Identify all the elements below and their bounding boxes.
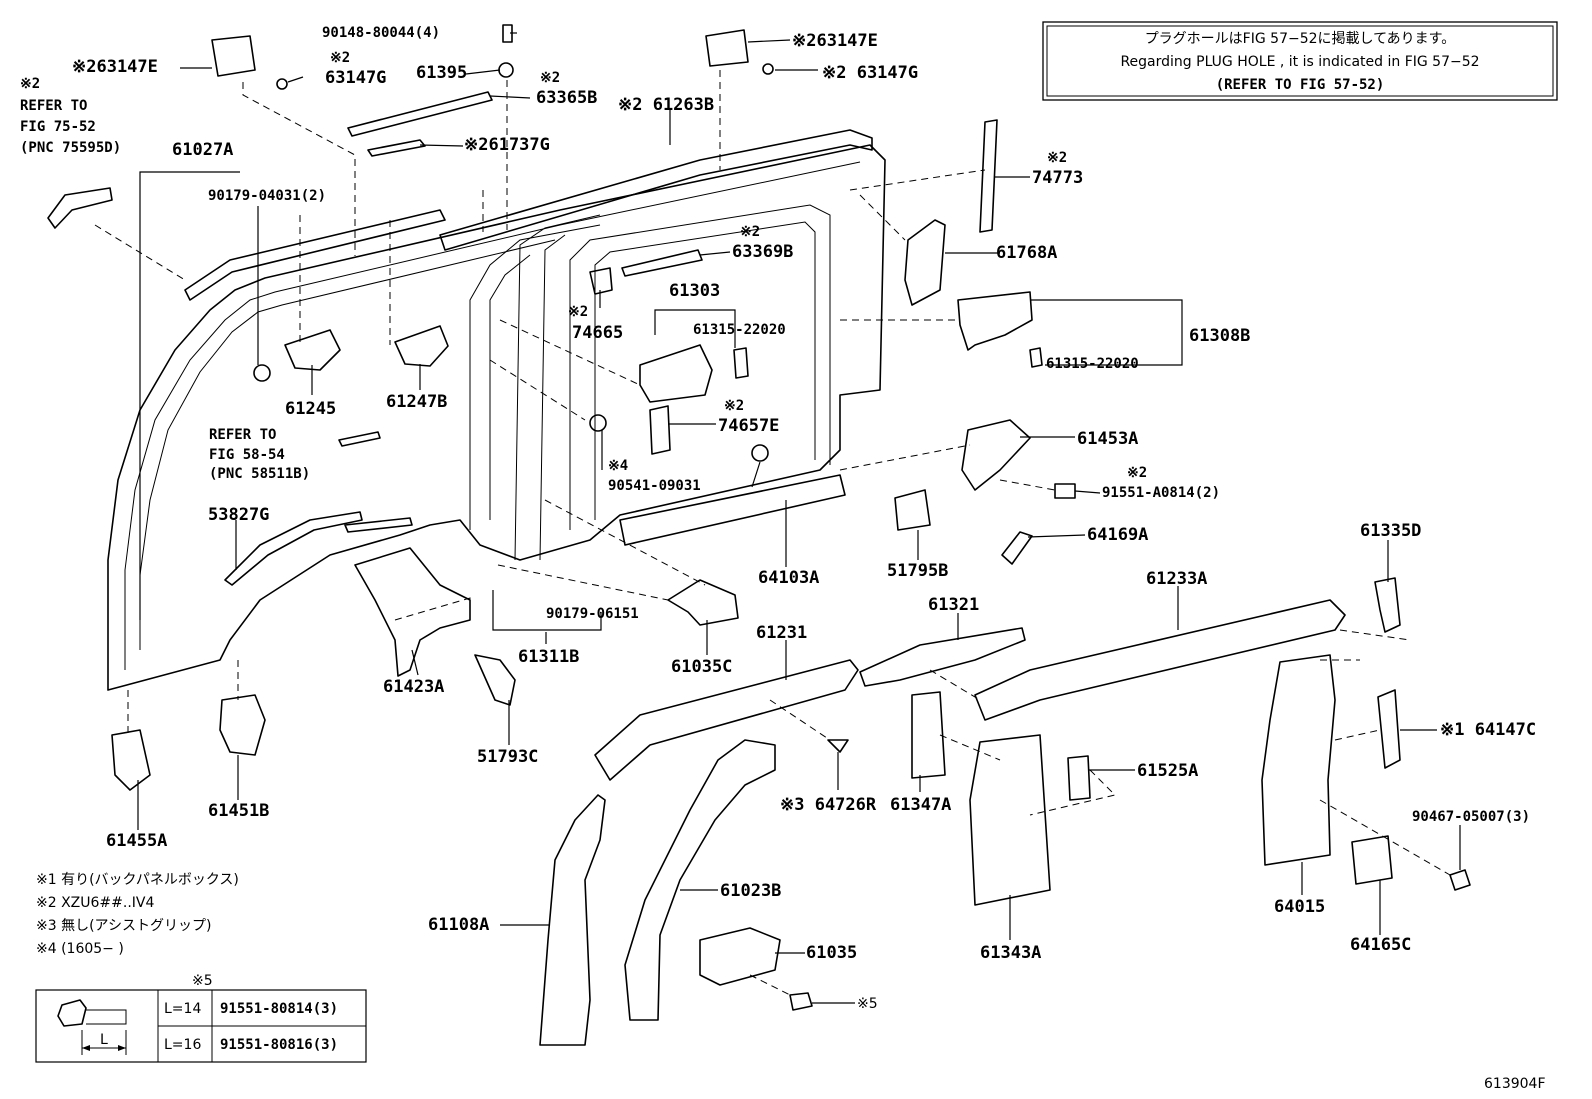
label-61453A: 61453A: [1077, 429, 1138, 449]
svg-text:FIG 58-54: FIG 58-54: [209, 447, 285, 463]
label-90179-04031: 90179-04031(2): [208, 188, 326, 204]
label-64169A: 64169A: [1087, 525, 1148, 545]
label-91551-A0814: 91551-A0814(2): [1102, 485, 1220, 501]
label-64147C: ※1 64147C: [1440, 720, 1536, 740]
label-61308B: 61308B: [1189, 326, 1250, 346]
label-61395: 61395: [416, 63, 467, 83]
label-90541-09031: 90541-09031: [608, 478, 701, 494]
label-61768A: 61768A: [996, 243, 1057, 263]
label-61035: 61035: [806, 943, 857, 963]
notice-line-1: プラグホールはFIG 57−52に掲載してあります。: [1145, 31, 1456, 47]
svg-text:FIG 75-52: FIG 75-52: [20, 119, 96, 135]
label-61023B: 61023B: [720, 881, 781, 901]
svg-text:REFER TO: REFER TO: [20, 98, 87, 114]
part-labels: 90148-80044(4) ※263147E ※2 63147G 61395 …: [72, 25, 1536, 1012]
svg-text:※2: ※2: [1047, 150, 1067, 166]
label-64103A: 64103A: [758, 568, 819, 588]
svg-text:(PNC 58511B): (PNC 58511B): [209, 466, 310, 482]
label-61315-22020-b: 61315-22020: [1046, 356, 1139, 372]
svg-text:※4: ※4: [608, 458, 628, 474]
bolt-length-2: L=16: [164, 1037, 201, 1053]
label-61347A: 61347A: [890, 795, 951, 815]
notice-line-2: Regarding PLUG HOLE , it is indicated in…: [1120, 54, 1479, 70]
footnote-3: ※3 無し(アシストグリップ): [36, 918, 211, 934]
svg-text:※2: ※2: [1127, 465, 1147, 481]
label-64015: 64015: [1274, 897, 1325, 917]
svg-text:※2: ※2: [568, 304, 588, 320]
svg-text:※2: ※2: [740, 224, 760, 240]
label-51793C: 51793C: [477, 747, 538, 767]
notice-box: プラグホールはFIG 57−52に掲載してあります。 Regarding PLU…: [1042, 21, 1558, 101]
label-64726R: ※3 64726R: [780, 795, 877, 815]
label-64165C: 64165C: [1350, 935, 1411, 955]
bolt-dim-label: L: [100, 1032, 108, 1048]
label-61263B: ※2 61263B: [618, 95, 714, 115]
label-61035C: 61035C: [671, 657, 732, 677]
label-61335D: 61335D: [1360, 521, 1421, 541]
bolt-table-mark: ※5: [192, 973, 213, 989]
dashed-assembly-lines: [94, 70, 1451, 996]
label-74657E: 74657E: [718, 416, 779, 436]
label-63147E-left: ※263147E: [72, 57, 158, 77]
leader-lines: [137, 32, 1461, 1004]
label-74665: 74665: [572, 323, 623, 343]
refer-block-75-52: ※2 REFER TO FIG 75-52 (PNC 75595D): [20, 76, 121, 156]
label-61423A: 61423A: [383, 677, 444, 697]
svg-text:REFER TO: REFER TO: [209, 427, 276, 443]
label-61303: 61303: [669, 281, 720, 301]
bolt-table: ※5 L L=14 91551-80814(3) L=16 91551-8081…: [35, 973, 367, 1063]
label-63147G-left: 63147G: [325, 68, 386, 88]
label-63147E-right: ※263147E: [792, 31, 878, 51]
label-61311B: 61311B: [518, 647, 579, 667]
label-61315-22020-a: 61315-22020: [693, 322, 786, 338]
label-63147G-right: ※2 63147G: [822, 63, 918, 83]
bolt-icon: L: [57, 999, 127, 1055]
label-61525A: 61525A: [1137, 761, 1198, 781]
label-mark-5: ※5: [857, 996, 878, 1012]
svg-text:※2: ※2: [540, 70, 560, 86]
label-61108A: 61108A: [428, 915, 489, 935]
label-61245: 61245: [285, 399, 336, 419]
label-63365B: 63365B: [536, 88, 597, 108]
footnote-1: ※1 有り(バックパネルボックス): [36, 872, 239, 888]
part-drawings: [47, 24, 1471, 1046]
label-61233A: 61233A: [1146, 569, 1207, 589]
figure-id: 613904F: [1484, 1076, 1546, 1092]
label-61027A: 61027A: [172, 140, 233, 160]
label-61455A: 61455A: [106, 831, 167, 851]
label-61247B: 61247B: [386, 392, 447, 412]
label-61343A: 61343A: [980, 943, 1041, 963]
label-53827G: 53827G: [208, 505, 269, 525]
label-61451B: 61451B: [208, 801, 269, 821]
label-90148-80044: 90148-80044(4): [322, 25, 440, 41]
footnote-4: ※4 (1605− ): [36, 941, 124, 957]
label-90179-06151: 90179-06151: [546, 606, 639, 622]
footnote-2: ※2 XZU6##..IV4: [36, 895, 154, 911]
label-51795B: 51795B: [887, 561, 948, 581]
label-63369B: 63369B: [732, 242, 793, 262]
notice-line-3: (REFER TO FIG 57-52): [1216, 77, 1385, 93]
svg-text:※2: ※2: [724, 398, 744, 414]
svg-text:※2: ※2: [20, 76, 40, 92]
refer-block-58-54: REFER TO FIG 58-54 (PNC 58511B): [209, 427, 310, 482]
label-61321: 61321: [928, 595, 979, 615]
bolt-length-1: L=14: [164, 1001, 201, 1017]
label-90467-05007: 90467-05007(3): [1412, 809, 1530, 825]
label-74773: 74773: [1032, 168, 1083, 188]
svg-text:※2: ※2: [330, 50, 350, 66]
footnotes: ※1 有り(バックパネルボックス) ※2 XZU6##..IV4 ※3 無し(ア…: [36, 872, 239, 957]
label-61737G: ※261737G: [464, 135, 550, 155]
bolt-part-1: 91551-80814(3): [220, 1001, 338, 1017]
bolt-part-2: 91551-80816(3): [220, 1037, 338, 1053]
label-61231: 61231: [756, 623, 807, 643]
svg-text:(PNC 75595D): (PNC 75595D): [20, 140, 121, 156]
